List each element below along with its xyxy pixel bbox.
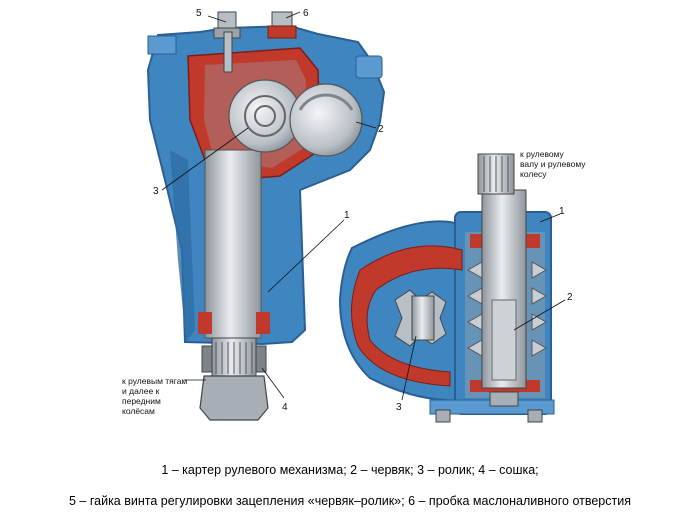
annotation-left: к рулевым тягам и далее к передним колёс… (122, 376, 187, 416)
annotation-left-line: колёсам (122, 406, 155, 416)
caption-line-2: 5 – гайка винта регулировки зацепления «… (69, 494, 631, 508)
right-housing (338, 153, 555, 423)
annotation-right-line: колесу (520, 169, 547, 179)
label-4-left: 4 (282, 402, 288, 413)
label-1-left: 1 (344, 210, 350, 221)
annotation-right: к рулевому валу и рулевому колесу (520, 149, 586, 179)
annotation-left-line: к рулевым тягам (122, 376, 187, 386)
leader-lines (161, 11, 566, 401)
label-1-right: 1 (559, 206, 565, 217)
annotation-left-line: передним (122, 396, 161, 406)
annotation-right-line: валу и рулевому (520, 159, 586, 169)
annotation-left-line: и далее к (122, 386, 160, 396)
label-3-left: 3 (153, 186, 159, 197)
label-3-right: 3 (396, 402, 402, 413)
label-2-left: 2 (378, 124, 384, 135)
caption-line-1: 1 – картер рулевого механизма; 2 – червя… (161, 463, 539, 477)
label-5: 5 (196, 8, 202, 19)
annotation-right-line: к рулевому (520, 149, 565, 159)
label-6: 6 (303, 8, 309, 19)
label-2-right: 2 (567, 292, 573, 303)
